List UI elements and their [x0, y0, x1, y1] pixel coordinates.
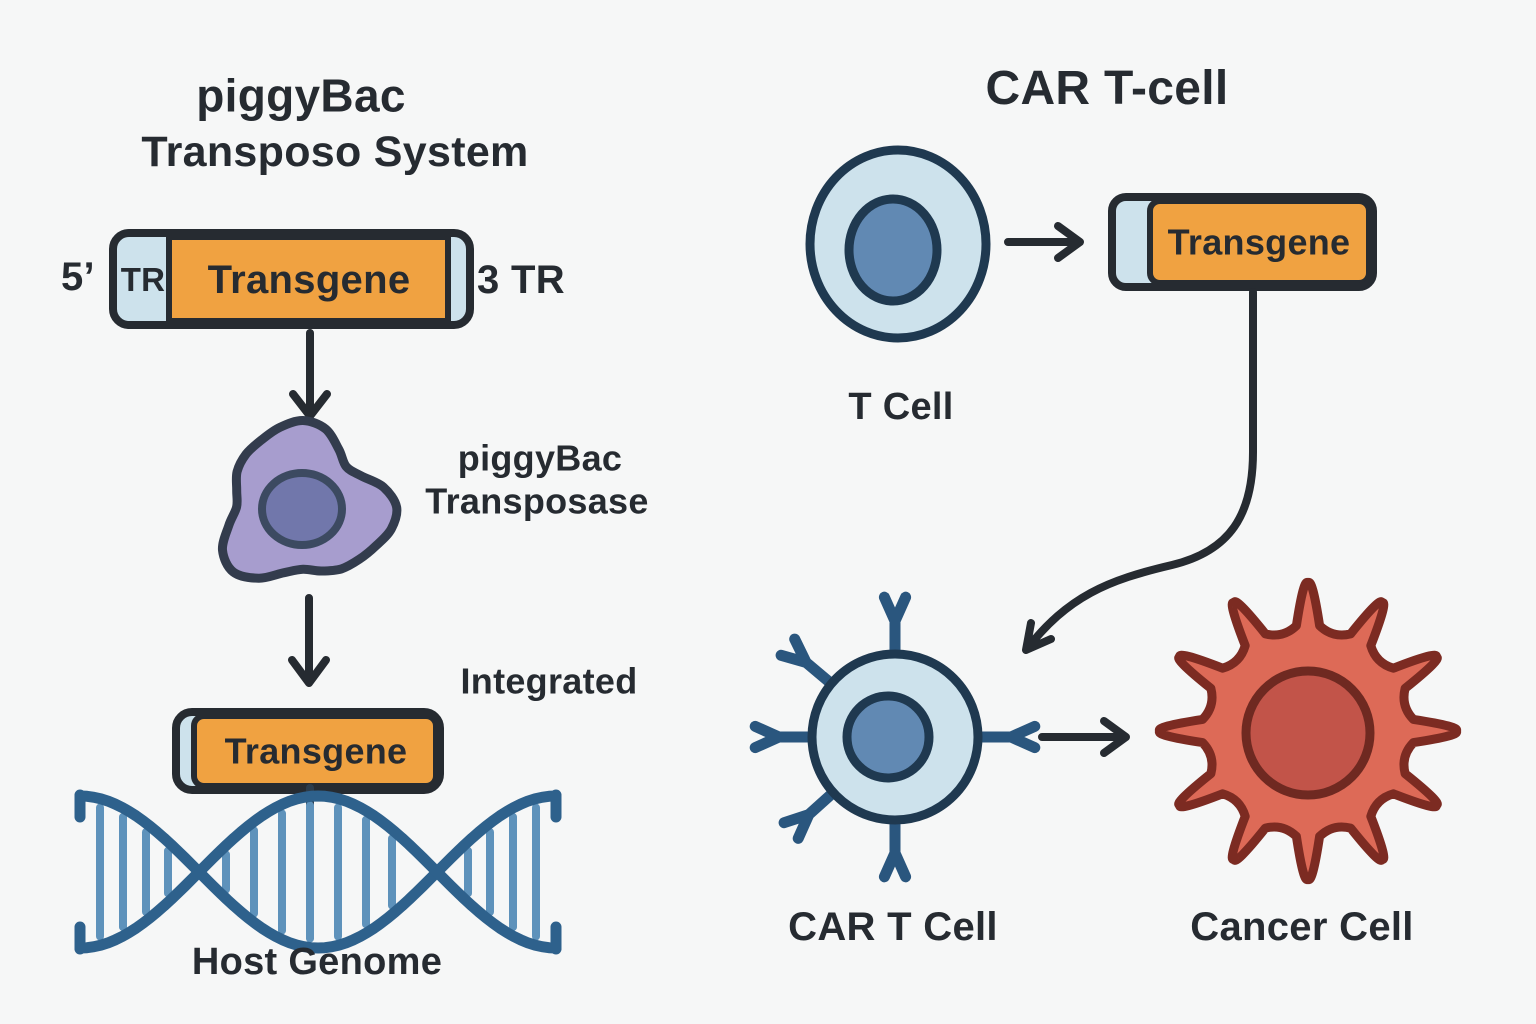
transposase-label-line2: Transposase: [425, 480, 649, 522]
arrow-transposase-to-genome: [288, 594, 330, 687]
car-t-cell-nucleus: [842, 691, 934, 783]
arrow-construct-to-transposase: [289, 329, 331, 420]
dna-end-caps: [74, 789, 562, 955]
dna-strand-1: [74, 790, 562, 954]
integrated-transgene-label: Transgene: [224, 730, 408, 772]
t-cell: [805, 145, 991, 343]
cancer-cell-label: Cancer Cell: [1190, 905, 1414, 949]
transposon-construct: [109, 229, 474, 329]
left-title-line2: Transposo System: [141, 128, 529, 177]
tr-left-label: TR: [120, 261, 166, 299]
arrow-car-t-to-cancer: [1038, 717, 1130, 757]
integrated-label: Integrated: [460, 660, 638, 702]
integrated-transgene-box: [172, 708, 444, 794]
transgene-box: [1108, 193, 1377, 291]
transgene-box-label: Transgene: [1167, 221, 1351, 263]
car-t-cell: [749, 591, 1041, 883]
t-cell-label: T Cell: [848, 386, 954, 429]
right-title: CAR T-cell: [985, 62, 1229, 116]
dna-rungs: [96, 801, 540, 943]
host-genome-label: Host Genome: [191, 941, 443, 984]
car-receptors: [749, 591, 1041, 883]
construct-outline: [109, 229, 474, 329]
curved-arrow-transgene-to-car-t: [1022, 288, 1257, 654]
cancer-cell-nucleus: [1241, 666, 1375, 800]
transposase-nucleus: [258, 469, 346, 549]
car-t-cell-label: CAR T Cell: [788, 905, 998, 949]
transposase-cell: [217, 416, 402, 583]
transposase-label-line1: piggyBac: [457, 437, 623, 479]
three-tr-label: 3 TR: [477, 258, 565, 302]
construct-transgene-label: Transgene: [207, 258, 411, 302]
cancer-cell: [1154, 577, 1462, 885]
t-cell-nucleus: [844, 194, 942, 306]
five-prime-label: 5’: [61, 255, 95, 299]
arrow-tcell-to-transgene: [1004, 222, 1084, 262]
dna-strand-2: [74, 790, 562, 954]
transgene-outline: [1108, 193, 1377, 291]
dna-helix: [74, 789, 562, 955]
left-title-line1: piggyBac: [196, 69, 406, 122]
